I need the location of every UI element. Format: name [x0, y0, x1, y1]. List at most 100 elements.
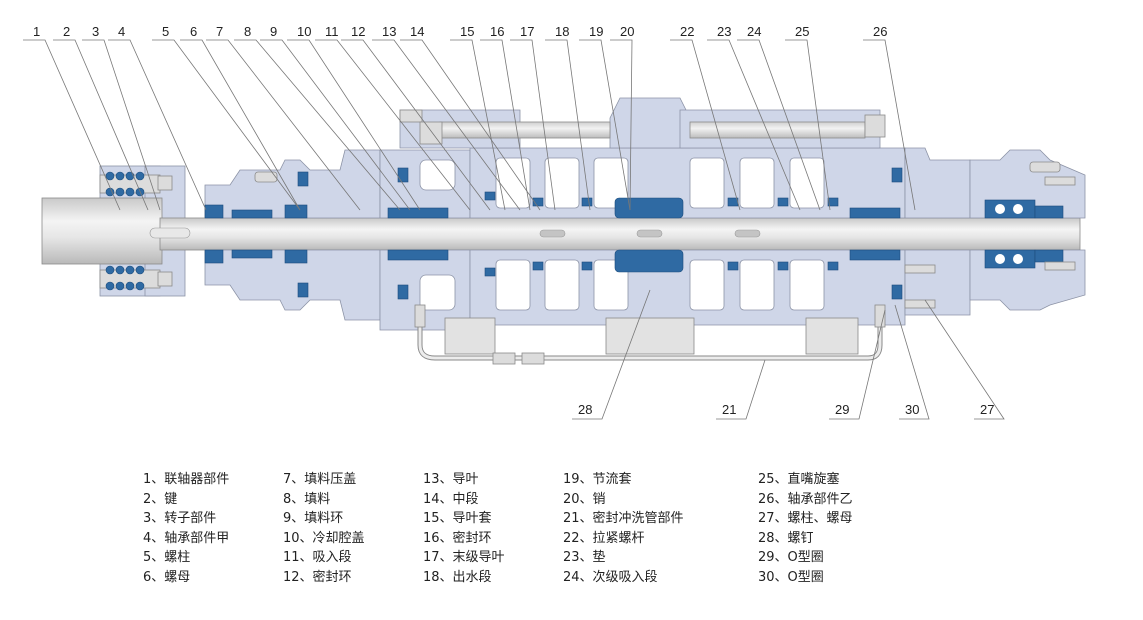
legend-column: 13、导叶 14、中段 15、导叶套 16、密封环 17、末级导叶 18、出水段 — [423, 470, 563, 587]
callout-number: 11 — [325, 24, 339, 39]
legend-item: 25、直嘴旋塞 — [758, 472, 840, 487]
callout-number: 4 — [118, 24, 125, 39]
callout-number: 8 — [244, 24, 251, 39]
callout-number: 6 — [190, 24, 197, 39]
callout-number: 25 — [795, 24, 809, 39]
callout-7: 7 — [206, 24, 361, 211]
pump-feet — [444, 317, 859, 355]
callout-number: 26 — [873, 24, 887, 39]
legend-item: 24、次级吸入段 — [563, 569, 658, 585]
legend-item: 15、导叶套 — [423, 511, 492, 526]
key — [149, 227, 191, 239]
legend-item: 29、O型圈 — [758, 550, 824, 565]
callout-number: 22 — [680, 24, 694, 39]
legend-item: 13、导叶 — [423, 472, 479, 487]
legend-item: 3、转子部件 — [143, 511, 217, 526]
callout-number: 13 — [382, 24, 396, 39]
discharge-section — [609, 97, 691, 149]
callout-23: 23 — [707, 24, 801, 211]
callout-30: 30 — [894, 304, 930, 420]
callout-18: 18 — [545, 24, 591, 211]
legend-item: 28、螺钉 — [758, 530, 814, 546]
callout-27: 27 — [924, 299, 1005, 420]
callout-17: 17 — [510, 24, 556, 211]
legend-item: 20、销 — [563, 491, 606, 507]
callout-number: 30 — [905, 402, 919, 417]
callout-14: 14 — [400, 24, 541, 211]
callout-20: 20 — [610, 24, 634, 211]
middle-stages — [469, 147, 906, 326]
callout-1: 1 — [23, 24, 121, 211]
packing — [387, 207, 449, 261]
callout-3: 3 — [82, 24, 161, 211]
callout-29: 29 — [829, 309, 886, 420]
callout-number: 10 — [297, 24, 311, 39]
callout-labels-bottom: 28 21 29 30 27 — [572, 289, 1005, 420]
legend-item: 6、螺母 — [143, 569, 191, 585]
callout-19: 19 — [579, 24, 631, 211]
coupling-assembly — [41, 165, 186, 297]
callout-number: 17 — [520, 24, 534, 39]
bearing-housing-a — [204, 149, 381, 321]
callout-25: 25 — [785, 24, 831, 211]
legend-item: 16、密封环 — [423, 530, 492, 546]
pump-cross-section-diagram: 1234567891011121314151617181920222324252… — [23, 24, 1086, 420]
rotor-shaft — [159, 217, 1081, 251]
callout-number: 15 — [460, 24, 474, 39]
callout-10: 10 — [287, 24, 421, 211]
bearing-housing-b — [904, 149, 1086, 311]
callout-26: 26 — [863, 24, 916, 211]
callout-12: 12 — [341, 24, 491, 211]
legend-item: 1、联轴器部件 — [143, 472, 230, 487]
legend-item: 26、轴承部件乙 — [758, 491, 853, 507]
callout-number: 5 — [162, 24, 169, 39]
callout-number: 24 — [747, 24, 761, 39]
callout-number: 14 — [410, 24, 424, 39]
callout-21: 21 — [716, 359, 766, 420]
legend-item: 4、轴承部件甲 — [143, 530, 230, 546]
callout-number: 21 — [722, 402, 736, 417]
legend-item: 5、螺柱 — [143, 550, 191, 565]
legend-item: 11、吸入段 — [283, 550, 352, 565]
legend-item: 14、中段 — [423, 491, 479, 507]
legend-item: 2、键 — [143, 491, 178, 507]
legend-item: 19、节流套 — [563, 472, 632, 487]
callout-number: 20 — [620, 24, 634, 39]
callout-6: 6 — [180, 24, 301, 211]
callout-15: 15 — [450, 24, 506, 211]
callout-16: 16 — [480, 24, 531, 211]
callout-8: 8 — [234, 24, 401, 211]
callout-number: 23 — [717, 24, 731, 39]
callout-number: 29 — [835, 402, 849, 417]
callout-number: 2 — [63, 24, 70, 39]
legend-item: 17、末级导叶 — [423, 550, 505, 565]
parts-legend: 1、联轴器部件 2、键 3、转子部件 4、轴承部件甲 5、螺柱 6、螺母 7、填料压盖 8、填… — [143, 470, 898, 587]
throttle-bush — [614, 197, 684, 219]
legend-item: 9、填料环 — [283, 511, 344, 526]
seal-flush-pipe — [414, 304, 886, 365]
callout-4: 4 — [108, 24, 207, 211]
callout-number: 7 — [216, 24, 223, 39]
legend-item: 7、填料压盖 — [283, 472, 357, 487]
callout-number: 3 — [92, 24, 99, 39]
callout-11: 11 — [315, 24, 471, 211]
callout-5: 5 — [152, 24, 301, 211]
legend-item: 23、垫 — [563, 550, 606, 565]
callout-24: 24 — [737, 24, 821, 211]
callout-number: 16 — [490, 24, 504, 39]
callout-number: 19 — [589, 24, 603, 39]
callout-number: 18 — [555, 24, 569, 39]
legend-item: 8、填料 — [283, 491, 331, 507]
legend-item: 27、螺柱、螺母 — [758, 511, 853, 526]
legend-item: 18、出水段 — [423, 569, 492, 585]
callout-number: 27 — [980, 402, 994, 417]
callout-22: 22 — [670, 24, 741, 211]
legend-item: 12、密封环 — [283, 569, 352, 585]
callout-number: 28 — [578, 402, 592, 417]
callout-9: 9 — [260, 24, 411, 211]
legend-item: 22、拉紧螺杆 — [563, 530, 645, 546]
